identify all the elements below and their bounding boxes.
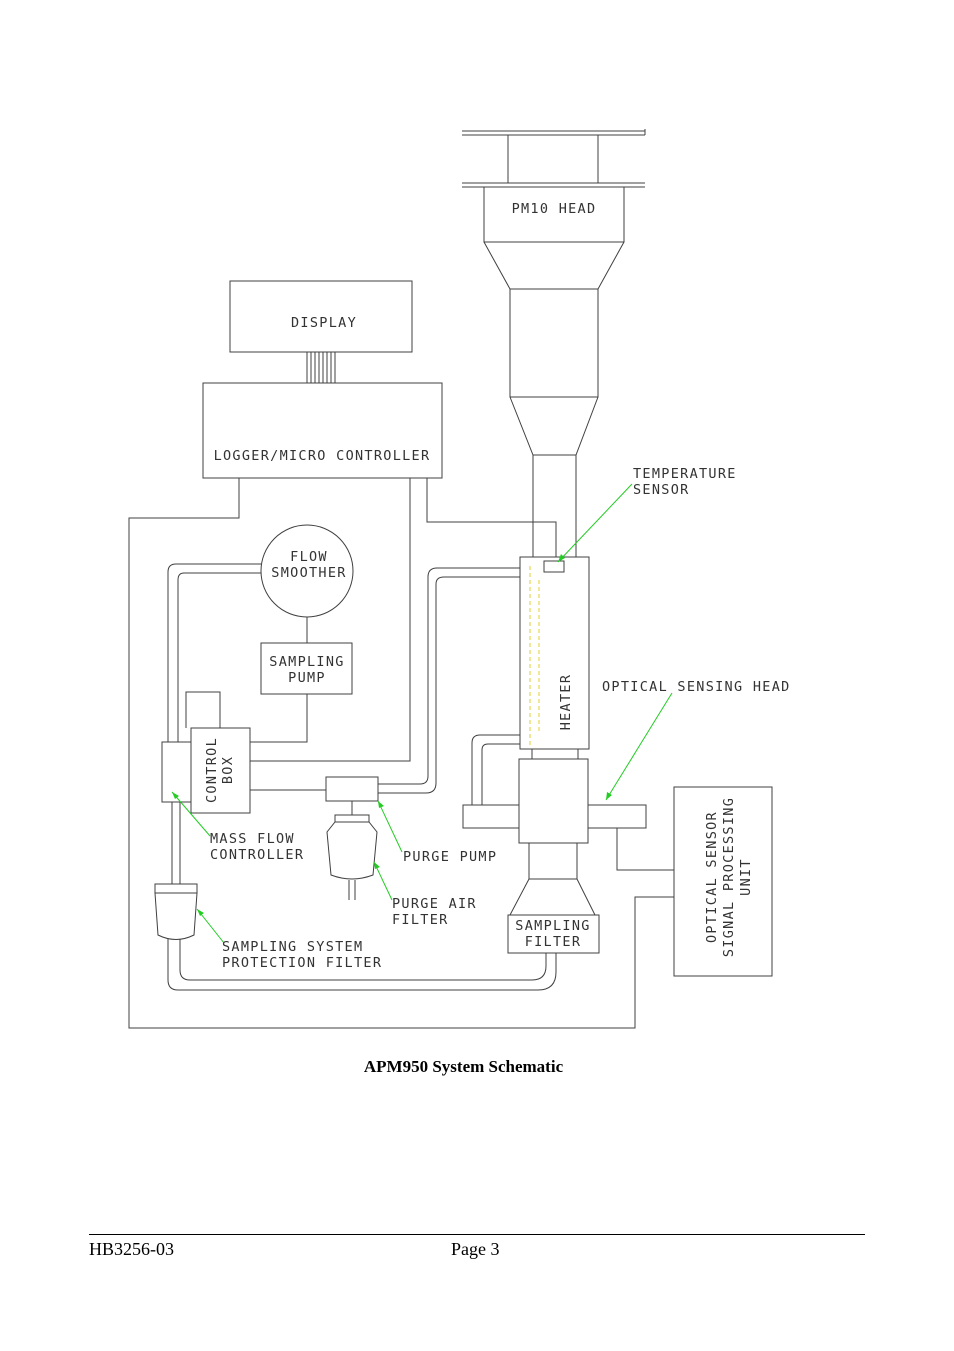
heater-label: HEATER [558,674,574,731]
pm10-head-label: PM10 HEAD [512,201,597,217]
purge-pump [325,776,379,802]
sampling-filter-label-2: FILTER [525,934,582,950]
protection-filter-label-1: SAMPLING SYSTEM [222,939,363,955]
control-box: CONTROL BOX [190,727,251,814]
temperature-sensor-label-1: TEMPERATURE [633,466,737,482]
purge-air-filter-label-2: FILTER [392,912,449,928]
sampling-pump-label-2: PUMP [288,670,326,686]
pm10-head: PM10 HEAD [462,129,646,557]
protection-filter-label-2: PROTECTION FILTER [222,955,382,971]
control-box-label-1: CONTROL [204,737,220,803]
flow-smoother: FLOW SMOOTHER [260,524,354,618]
opu-label-2: SIGNAL PROCESSING [721,797,737,957]
temperature-sensor-label-2: SENSOR [633,482,690,498]
flow-smoother-label-2: SMOOTHER [271,565,346,581]
logger-micro-controller: LOGGER/MICRO CONTROLLER [202,382,443,479]
optical-sensor-signal-processing-unit: OPTICAL SENSOR SIGNAL PROCESSING UNIT [673,786,773,977]
label-pointers [171,483,673,944]
display-label: DISPLAY [291,315,357,331]
purge-air-filter-label-1: PURGE AIR [392,896,477,912]
purge-air-filter [326,801,378,900]
optical-sensing-head [462,758,647,916]
figure-caption: APM950 System Schematic [363,1057,564,1076]
sampling-pump-label-1: SAMPLING [269,654,344,670]
sampling-system-protection-filter [154,883,198,940]
sampling-filter-label-1: SAMPLING [515,918,590,934]
opu-label-3: UNIT [738,858,754,896]
optical-sensing-head-label: OPTICAL SENSING HEAD [602,679,791,695]
control-wiring [128,478,674,1029]
sampling-filter: SAMPLING FILTER [507,914,600,954]
display: DISPLAY [229,280,413,383]
footer-rule [89,1234,865,1235]
sampling-pump: SAMPLING PUMP [260,642,353,695]
protection-filter-pipe [167,802,557,991]
purge-pipe [378,567,520,794]
heater: HEATER [519,556,590,760]
footer-page-number: Page 3 [451,1239,500,1259]
mass-flow-controller-label-1: MASS FLOW [210,831,295,847]
heater-return-pipe [471,734,520,805]
flow-pipe-left [167,563,261,742]
purge-pump-label: PURGE PUMP [403,849,497,865]
mass-flow-controller [161,741,194,803]
flow-smoother-label-1: FLOW [290,549,328,565]
opu-label-1: OPTICAL SENSOR [704,811,720,943]
mass-flow-controller-label-2: CONTROLLER [210,847,304,863]
control-box-label-2: BOX [220,756,236,784]
logger-label: LOGGER/MICRO CONTROLLER [214,448,431,464]
footer-document-id: HB3256-03 [89,1239,174,1259]
